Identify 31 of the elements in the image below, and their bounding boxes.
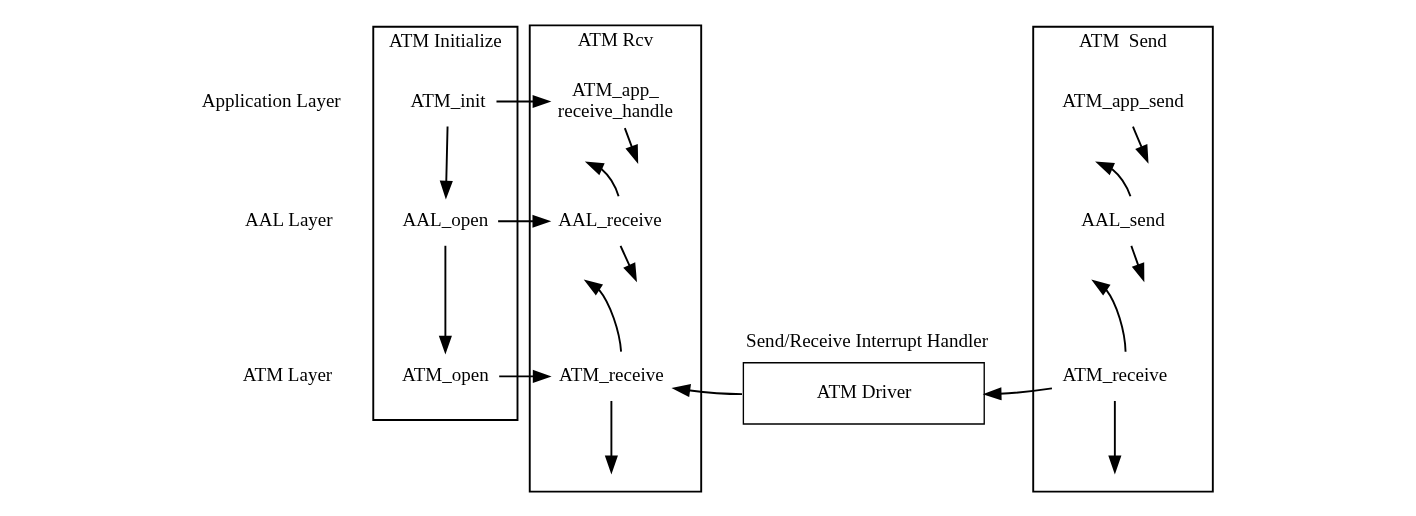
- arrow: [1108, 399, 1122, 474]
- arrow: [1130, 244, 1145, 282]
- label: AAL Layer: [245, 208, 333, 230]
- arrow: [1091, 279, 1127, 353]
- label: Application Layer: [201, 89, 341, 111]
- arrow: [619, 244, 637, 282]
- node-text: AAL_receive: [558, 208, 662, 230]
- arrow: [1095, 161, 1132, 197]
- arrow: [497, 214, 552, 228]
- arrow: [498, 369, 552, 383]
- label: ATM Layer: [242, 363, 333, 385]
- node-text: ATM_app_send: [1062, 89, 1184, 111]
- node-box: ATM Driver: [742, 361, 985, 425]
- arrow: [438, 244, 452, 355]
- node-label: Send/Receive Interrupt Handler: [746, 329, 989, 351]
- arrow: [583, 279, 623, 353]
- node-text: ATM_app_ receive_handle: [557, 78, 674, 121]
- node-text: ATM_receive: [1062, 363, 1168, 385]
- arrow: [584, 161, 620, 197]
- arrow: [982, 386, 1053, 400]
- arrow: [623, 126, 639, 164]
- node-text: AAL_send: [1081, 208, 1165, 230]
- arrow: [1132, 125, 1149, 164]
- arrow: [604, 399, 618, 474]
- arrow: [495, 94, 552, 108]
- arrow: [671, 383, 743, 397]
- node-text: ATM_init: [410, 89, 486, 111]
- node-text: AAL_open: [402, 208, 489, 230]
- arrow: [439, 125, 453, 200]
- node-text: ATM_open: [402, 363, 489, 385]
- node-text: ATM_receive: [559, 363, 664, 385]
